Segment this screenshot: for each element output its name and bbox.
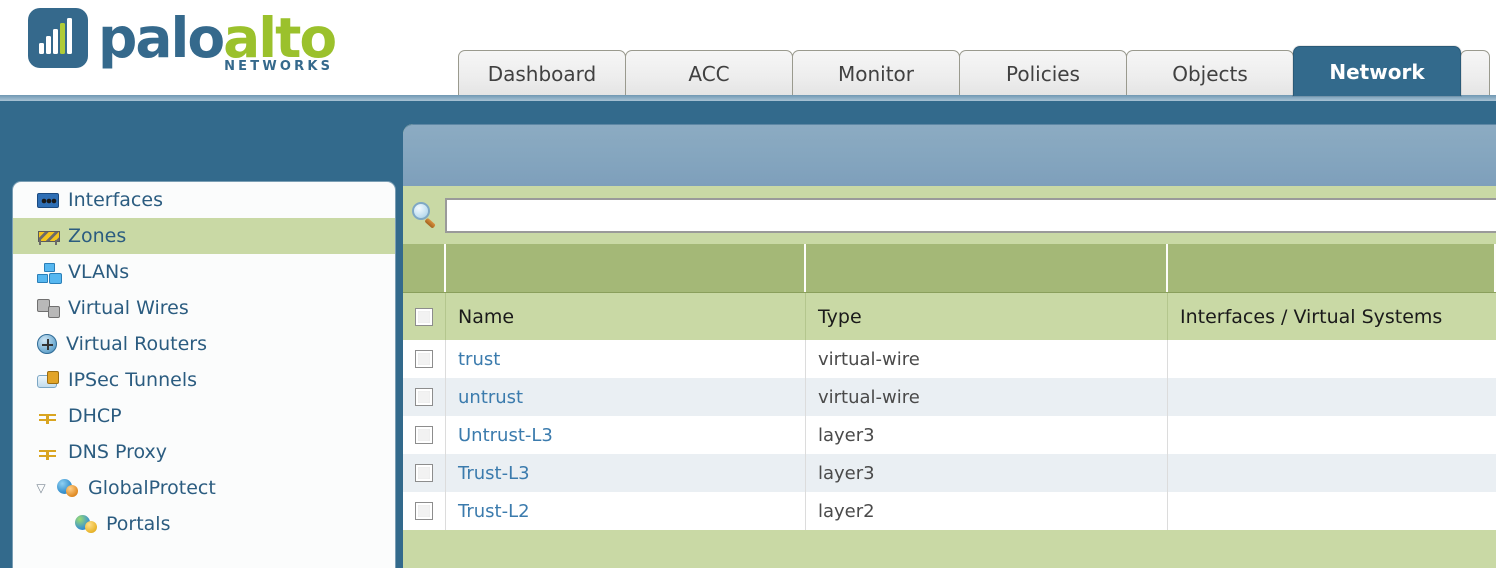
tab-dashboard[interactable]: Dashboard	[458, 50, 626, 96]
sidebar-item-label: Virtual Routers	[66, 333, 207, 355]
main-tab-bar: Dashboard ACC Monitor Policies Objects N…	[458, 46, 1490, 96]
row-checkbox[interactable]	[415, 502, 433, 520]
sidebar-item-label: DHCP	[68, 405, 122, 427]
virtual-routers-icon	[37, 334, 57, 354]
sidebar-item-label: GlobalProtect	[88, 477, 216, 499]
zones-icon	[37, 228, 60, 245]
sidebar-item-vlans[interactable]: VLANs	[13, 254, 395, 290]
row-checkbox-cell[interactable]	[403, 492, 446, 530]
sidebar-item-label: Virtual Wires	[68, 297, 189, 319]
sidebar-item-label: Portals	[106, 513, 171, 535]
tab-objects-label: Objects	[1172, 61, 1248, 86]
tab-monitor-label: Monitor	[837, 61, 915, 86]
cell-name[interactable]: Trust-L3	[446, 454, 806, 492]
cell-name[interactable]: untrust	[446, 378, 806, 416]
sidebar-item-globalprotect[interactable]: ▽ GlobalProtect	[13, 470, 395, 506]
portal-icon	[75, 514, 97, 534]
row-checkbox[interactable]	[415, 464, 433, 482]
tab-network-label: Network	[1329, 59, 1425, 84]
header-divider-strip	[0, 95, 1496, 101]
row-checkbox[interactable]	[415, 426, 433, 444]
ipsec-tunnels-icon	[37, 371, 59, 389]
sidebar-item-virtual-wires[interactable]: Virtual Wires	[13, 290, 395, 326]
cell-type: virtual-wire	[806, 378, 1168, 416]
search-input[interactable]	[445, 197, 1496, 233]
brand-wordmark: paloalto NETWORKS	[98, 10, 337, 73]
sidebar-item-portals[interactable]: Portals	[13, 506, 395, 542]
column-header-name[interactable]: Name	[446, 293, 806, 340]
dns-proxy-icon	[37, 442, 59, 462]
sidebar-item-dhcp[interactable]: DHCP	[13, 398, 395, 434]
chevron-down-icon[interactable]: ▽	[36, 481, 46, 495]
brand-logo[interactable]: paloalto NETWORKS	[28, 8, 337, 73]
sidebar-item-ipsec-tunnels[interactable]: IPSec Tunnels	[13, 362, 395, 398]
column-header-interfaces[interactable]: Interfaces / Virtual Systems	[1180, 305, 1443, 328]
table-row[interactable]: Trust-L2 layer2	[403, 492, 1496, 530]
cell-type: layer2	[806, 492, 1168, 530]
tab-acc[interactable]: ACC	[625, 50, 793, 96]
main-content-panel: Name Type Interfaces / Virtual Systems t…	[403, 124, 1496, 568]
cell-name[interactable]: Trust-L2	[446, 492, 806, 530]
tab-policies[interactable]: Policies	[959, 50, 1127, 96]
sidebar-item-virtual-routers[interactable]: Virtual Routers	[13, 326, 395, 362]
row-checkbox-cell[interactable]	[403, 378, 446, 416]
globalprotect-icon	[57, 478, 79, 498]
sidebar-item-label: DNS Proxy	[68, 441, 167, 463]
tab-dashboard-label: Dashboard	[487, 61, 597, 86]
cell-type: virtual-wire	[806, 340, 1168, 378]
search-bar	[403, 186, 1496, 244]
brand-name-part1: palo	[98, 5, 225, 70]
table-column-band	[403, 244, 1496, 292]
content-panel-header	[403, 124, 1496, 186]
tab-network[interactable]: Network	[1293, 46, 1461, 96]
zones-table: Name Type Interfaces / Virtual Systems t…	[403, 244, 1496, 530]
select-all-checkbox-cell[interactable]	[403, 293, 446, 340]
sidebar-item-dns-proxy[interactable]: DNS Proxy	[13, 434, 395, 470]
brand-name-part2: alto	[223, 5, 337, 70]
row-checkbox-cell[interactable]	[403, 416, 446, 454]
virtual-wires-icon	[37, 299, 60, 318]
interfaces-icon	[37, 192, 59, 208]
cell-type: layer3	[806, 416, 1168, 454]
tab-monitor[interactable]: Monitor	[792, 50, 960, 96]
cell-name[interactable]: Untrust-L3	[446, 416, 806, 454]
sidebar-item-interfaces[interactable]: Interfaces	[13, 182, 395, 218]
table-row[interactable]: Trust-L3 layer3	[403, 454, 1496, 492]
cell-type: layer3	[806, 454, 1168, 492]
row-checkbox[interactable]	[415, 350, 433, 368]
bar-chart-logo-icon	[28, 8, 88, 68]
row-checkbox-cell[interactable]	[403, 340, 446, 378]
dhcp-icon	[37, 406, 59, 426]
top-bar: paloalto NETWORKS Dashboard ACC Monitor …	[0, 0, 1496, 96]
row-checkbox-cell[interactable]	[403, 454, 446, 492]
sidebar-item-label: Interfaces	[68, 189, 163, 211]
tab-objects[interactable]: Objects	[1126, 50, 1294, 96]
sidebar-item-zones[interactable]: Zones	[13, 218, 395, 254]
sidebar-item-label: VLANs	[68, 261, 130, 283]
table-row[interactable]: trust virtual-wire	[403, 340, 1496, 378]
tab-policies-label: Policies	[1006, 61, 1080, 86]
tab-next-partial[interactable]	[1460, 50, 1490, 96]
sidebar-nav-panel: Interfaces Zones VLANs Virtual Wires Vir…	[13, 182, 395, 568]
table-row[interactable]: Untrust-L3 layer3	[403, 416, 1496, 454]
brand-tagline: NETWORKS	[224, 58, 334, 74]
tab-acc-label: ACC	[688, 61, 730, 86]
table-row[interactable]: untrust virtual-wire	[403, 378, 1496, 416]
table-header-row: Name Type Interfaces / Virtual Systems	[403, 292, 1496, 340]
row-checkbox[interactable]	[415, 388, 433, 406]
select-all-checkbox[interactable]	[415, 307, 433, 326]
column-header-type[interactable]: Type	[806, 293, 1168, 340]
sidebar-item-label: Zones	[68, 225, 127, 247]
cell-name[interactable]: trust	[446, 340, 806, 378]
search-icon	[410, 200, 440, 230]
vlans-icon	[37, 262, 59, 283]
sidebar-item-label: IPSec Tunnels	[68, 369, 198, 391]
